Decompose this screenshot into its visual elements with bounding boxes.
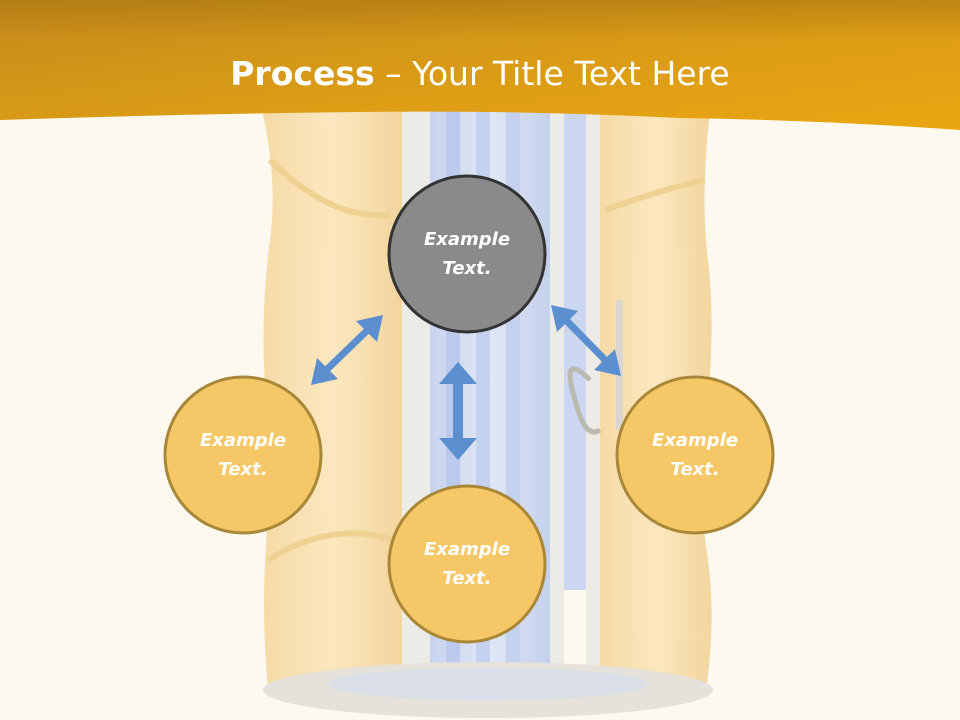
node-label-top-line2: Text. xyxy=(442,258,492,279)
double-arrow-center xyxy=(439,362,477,460)
node-circle-bottom xyxy=(387,484,547,644)
node-label-right-line1: Example xyxy=(651,430,739,451)
node-circle-left xyxy=(163,375,323,535)
slide-title: Process – Your Title Text Here xyxy=(0,52,960,96)
node-label-left-line1: Example xyxy=(199,430,287,451)
title-rest: – Your Title Text Here xyxy=(374,54,730,93)
node-label-bottom-line1: Example xyxy=(423,539,511,560)
node-label-top: Example Text. xyxy=(392,225,542,283)
node-circle-right xyxy=(615,375,775,535)
node-label-bottom: Example Text. xyxy=(392,535,542,593)
node-label-right: Example Text. xyxy=(620,426,770,484)
node-label-top-line1: Example xyxy=(423,229,511,250)
node-circle-top xyxy=(387,174,547,334)
double-arrow-left xyxy=(311,315,383,385)
node-label-right-line2: Text. xyxy=(670,459,720,480)
node-label-left: Example Text. xyxy=(168,426,318,484)
title-bold: Process xyxy=(230,54,375,93)
double-arrow-right xyxy=(551,305,621,376)
node-label-bottom-line2: Text. xyxy=(442,568,492,589)
node-label-left-line2: Text. xyxy=(218,459,268,480)
